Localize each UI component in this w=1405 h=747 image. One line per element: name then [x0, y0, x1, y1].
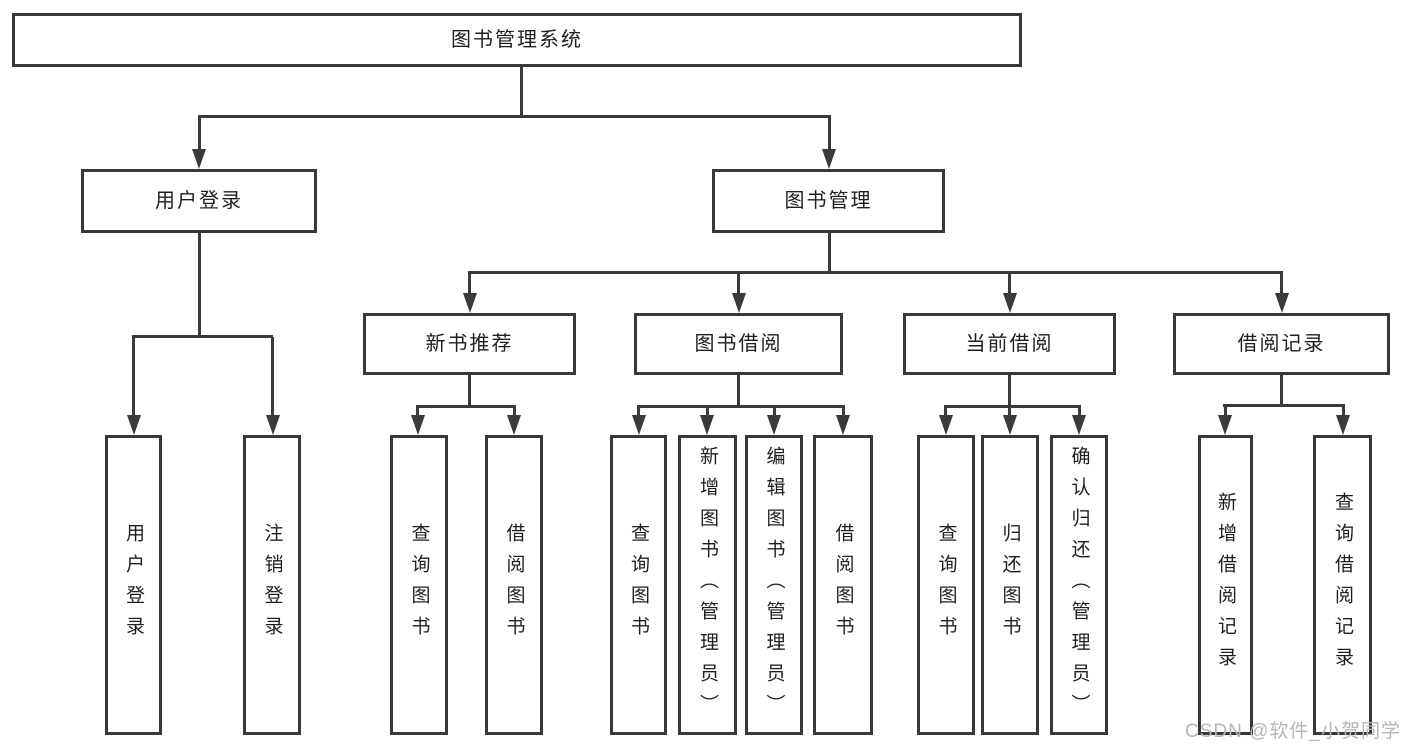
connector-borrow-stem	[737, 375, 740, 407]
node-book-management-label: 图书管理	[784, 190, 873, 212]
arrow-down-icon	[1336, 415, 1350, 435]
connector-recommend-stem	[468, 375, 471, 407]
csdn-watermark: CSDN @软件_小贺同学	[1185, 721, 1401, 742]
connector-records-drop-2	[1342, 406, 1345, 415]
arrow-down-icon	[1072, 415, 1086, 435]
arrow-down-icon	[767, 415, 781, 435]
leaf-borrow-borrow-books: 借阅图书	[813, 435, 873, 735]
arrow-down-icon	[507, 415, 521, 435]
leaf-records-add-record: 新增借阅记录	[1198, 435, 1253, 735]
leaf-borrow-query-books: 查询图书	[610, 435, 667, 735]
connector-to-leaf-logout	[271, 337, 274, 415]
connector-user-login-stem	[198, 233, 201, 337]
arrow-down-icon	[700, 415, 714, 435]
leaf-current-return-books: 归还图书	[981, 435, 1039, 735]
node-user-login: 用户登录	[81, 169, 317, 233]
leaf-current-return-books-label: 归还图书	[999, 523, 1021, 647]
leaf-current-confirm-return-label: 确认归还（管理员）	[1068, 445, 1090, 725]
connector-current-drop-1	[944, 407, 947, 415]
arrow-down-icon	[822, 149, 836, 169]
leaf-current-query-books: 查询图书	[917, 435, 975, 735]
leaf-borrow-add-books: 新增图书（管理员）	[678, 435, 737, 735]
connector-borrow-drop-1	[637, 407, 640, 415]
arrow-down-icon	[1003, 415, 1017, 435]
connector-user-login-rail	[132, 335, 273, 338]
leaf-records-query-record-label: 查询借阅记录	[1332, 492, 1353, 678]
connector-records-stem	[1280, 375, 1283, 406]
arrow-down-icon	[732, 293, 746, 313]
connector-to-recommend	[468, 273, 471, 293]
leaf-recommend-query-books-label: 查询图书	[408, 523, 430, 647]
node-new-book-recommend: 新书推荐	[363, 313, 576, 375]
leaf-borrow-borrow-books-label: 借阅图书	[832, 523, 854, 647]
leaf-records-add-record-label: 新增借阅记录	[1215, 492, 1236, 678]
arrow-down-icon	[632, 415, 646, 435]
connector-records-drop-1	[1224, 406, 1227, 415]
node-current-borrow: 当前借阅	[903, 313, 1116, 375]
leaf-records-query-record: 查询借阅记录	[1313, 435, 1372, 735]
connector-borrow-drop-4	[842, 407, 845, 415]
connector-to-records	[1280, 273, 1283, 293]
connector-to-borrow	[737, 273, 740, 293]
node-user-login-label: 用户登录	[155, 190, 243, 212]
leaf-recommend-query-books: 查询图书	[390, 435, 448, 735]
leaf-recommend-borrow-books: 借阅图书	[485, 435, 543, 735]
leaf-logout: 注销登录	[243, 435, 301, 735]
connector-current-stem	[1008, 375, 1011, 407]
node-root-label: 图书管理系统	[451, 29, 583, 51]
arrow-down-icon	[1218, 415, 1232, 435]
arrow-down-icon	[836, 415, 850, 435]
leaf-user-login: 用户登录	[105, 435, 162, 735]
node-root: 图书管理系统	[12, 13, 1022, 67]
arrow-down-icon	[939, 415, 953, 435]
leaf-logout-label: 注销登录	[261, 523, 283, 647]
connector-records-rail	[1223, 404, 1345, 407]
arrow-down-icon	[463, 293, 477, 313]
connector-current-drop-3	[1078, 407, 1081, 415]
arrow-down-icon	[192, 149, 206, 169]
leaf-borrow-add-books-label: 新增图书（管理员）	[697, 445, 718, 725]
leaf-current-confirm-return: 确认归还（管理员）	[1050, 435, 1108, 735]
arrow-down-icon	[1275, 293, 1289, 313]
arrow-down-icon	[1003, 293, 1017, 313]
connector-recommend-rail	[416, 405, 516, 408]
connector-to-leaf-user-login	[132, 337, 135, 415]
leaf-current-query-books-label: 查询图书	[935, 523, 957, 647]
arrow-down-icon	[411, 415, 425, 435]
connector-to-book-management	[828, 117, 831, 151]
leaf-borrow-query-books-label: 查询图书	[628, 523, 649, 647]
node-current-borrow-label: 当前借阅	[965, 333, 1054, 355]
connector-borrow-drop-2	[706, 407, 709, 415]
connector-borrow-rail	[637, 405, 845, 408]
node-borrow-records-label: 借阅记录	[1237, 333, 1326, 355]
connector-current-rail	[944, 405, 1081, 408]
connector-root-stem	[520, 67, 523, 117]
connector-borrow-drop-3	[773, 407, 776, 415]
node-borrow-records: 借阅记录	[1173, 313, 1390, 375]
node-book-management: 图书管理	[712, 169, 945, 233]
connector-recommend-drop-2	[513, 407, 516, 415]
connector-to-current	[1008, 273, 1011, 293]
connector-recommend-drop-1	[416, 407, 419, 415]
node-new-book-recommend-label: 新书推荐	[425, 333, 514, 355]
arrow-down-icon	[127, 415, 141, 435]
connector-book-management-stem	[828, 233, 831, 274]
leaf-recommend-borrow-books-label: 借阅图书	[503, 523, 525, 647]
node-book-borrow: 图书借阅	[634, 313, 843, 375]
connector-level2-rail	[468, 271, 1283, 274]
leaf-borrow-edit-books-label: 编辑图书（管理员）	[763, 445, 785, 725]
node-book-borrow-label: 图书借阅	[694, 333, 783, 355]
connector-level1-rail	[198, 115, 831, 118]
arrow-down-icon	[266, 415, 280, 435]
leaf-borrow-edit-books: 编辑图书（管理员）	[745, 435, 803, 735]
connector-current-drop-2	[1008, 407, 1011, 415]
leaf-user-login-label: 用户登录	[123, 523, 144, 647]
connector-to-user-login	[198, 117, 201, 151]
